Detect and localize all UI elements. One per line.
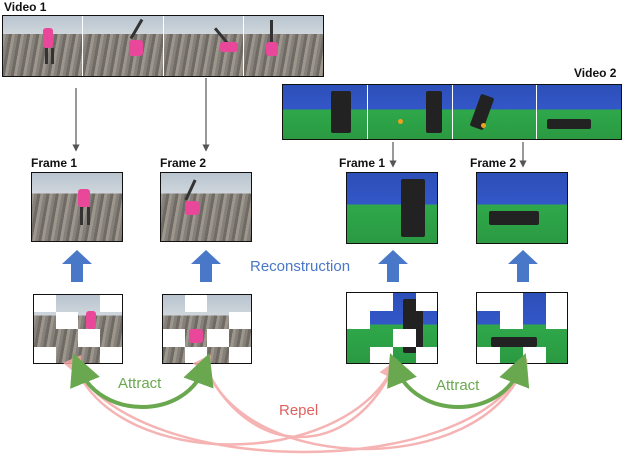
video2-label: Video 2	[574, 66, 617, 80]
frame2-right-label: Frame 2	[470, 156, 517, 170]
frame1-left-image	[31, 172, 123, 242]
masked-frame1-right	[346, 292, 438, 364]
video1-strip	[2, 15, 324, 77]
video1-label: Video 1	[4, 0, 47, 14]
attract-right-label: Attract	[436, 377, 480, 394]
blue-arrow-4	[508, 250, 538, 282]
frame1-right-label: Frame 1	[339, 156, 386, 170]
frame2-left-label: Frame 2	[160, 156, 207, 170]
masked-frame1-left	[33, 294, 123, 364]
video2-strip	[282, 84, 622, 140]
masked-frame2-right	[476, 292, 568, 364]
video2-thumb-2	[367, 85, 453, 139]
frame1-left-label: Frame 1	[31, 156, 78, 170]
attract-left-label: Attract	[118, 375, 162, 392]
video1-thumb-2	[83, 16, 164, 76]
reconstruction-label: Reconstruction	[250, 258, 351, 275]
video2-thumb-4	[537, 85, 621, 139]
repel-label: Repel	[279, 402, 319, 419]
blue-arrow-3	[378, 250, 408, 282]
blue-arrow-1	[62, 250, 92, 282]
video2-thumb-3	[452, 85, 538, 139]
frame2-right-image	[476, 172, 568, 244]
video2-thumb-1	[283, 85, 368, 139]
blue-arrow-2	[191, 250, 221, 282]
frame1-right-image	[346, 172, 438, 244]
frame2-left-image	[160, 172, 252, 242]
video1-thumb-4	[243, 16, 323, 76]
video1-thumb-3	[163, 16, 244, 76]
masked-frame2-left	[162, 294, 252, 364]
video1-thumb-1	[3, 16, 84, 76]
